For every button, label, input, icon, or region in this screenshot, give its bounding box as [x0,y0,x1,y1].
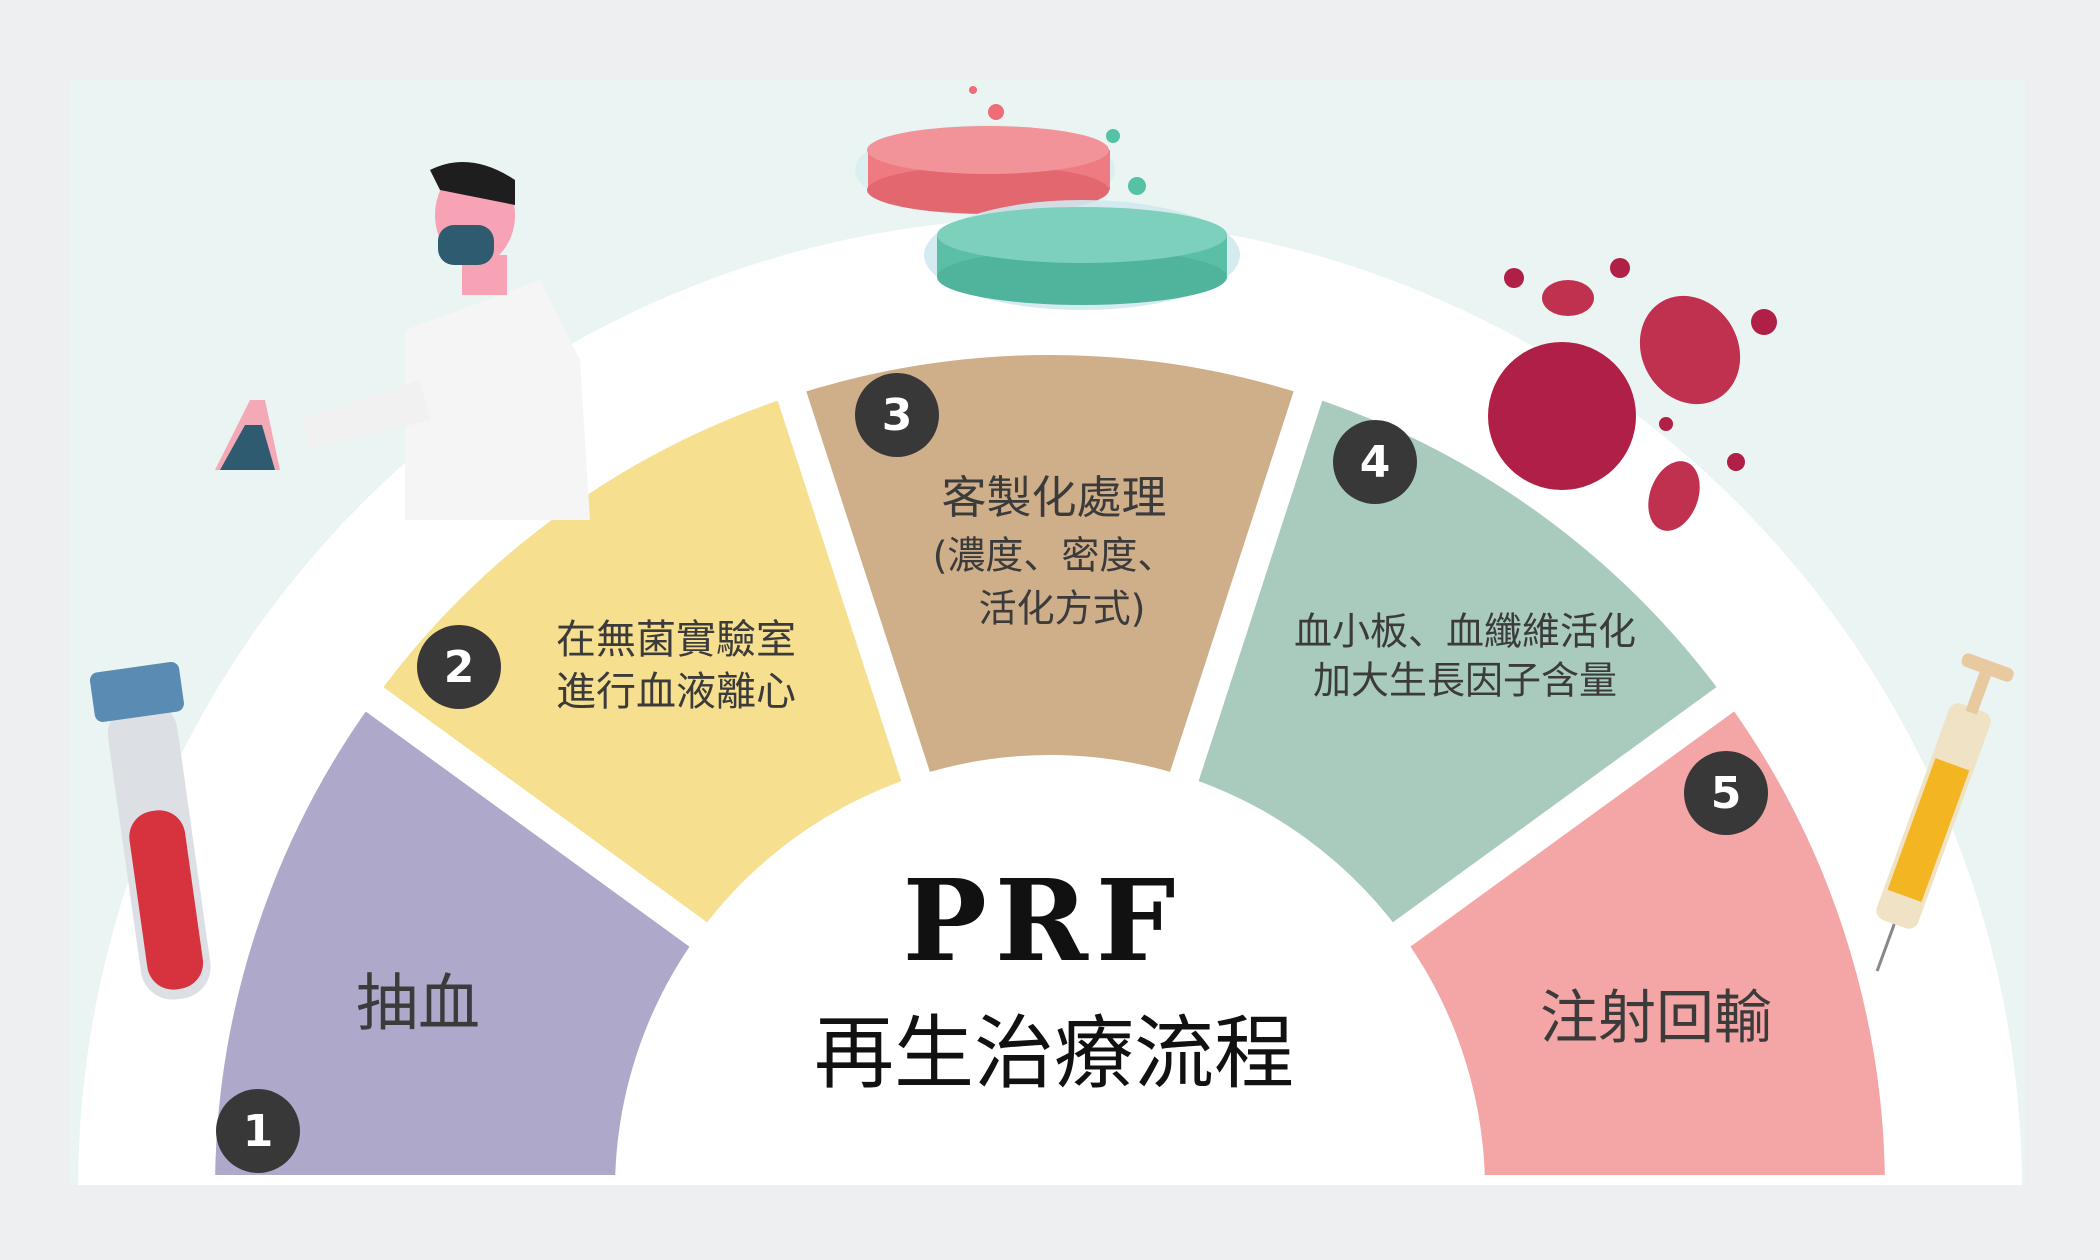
petri-dish-icon [855,86,1240,310]
step-4-line-2: 加大生長因子含量 [1312,659,1618,703]
step-1-badge: 1 [216,1089,300,1173]
step-2-label: 在無菌實驗室 進行血液離心 [556,614,796,718]
center-circle [630,770,1470,1185]
blood-cells-icon [1488,258,1777,531]
prf-process-diagram: 抽血 1 在無菌實驗室 進行血液離心 2 3 客製化處理 (濃度、密度、 活化方… [70,80,2025,1185]
title-subtitle: 再生治療流程 [814,1007,1294,1100]
step-3-line-3: 活化方式) [978,586,1146,631]
step-5-label: 注射回輸 [1539,983,1773,1052]
step-2-badge: 2 [417,625,501,709]
step-4-line-1: 血小板、血纖維活化 [1293,609,1637,654]
diagram-graphics [78,86,2022,1185]
step-2-line-1: 在無菌實驗室 [556,617,796,663]
blood-tube-icon [89,661,211,1000]
syringe-icon [1875,653,2014,972]
step-5-badge: 5 [1684,751,1768,835]
step-2-line-2: 進行血液離心 [556,669,796,715]
step-3-title: 客製化處理 [941,470,1167,524]
step-3-badge: 3 [855,373,939,457]
title-prf: PRF [902,856,1184,988]
scientist-icon [215,162,590,520]
step-4-label: 血小板、血纖維活化 加大生長因子含量 [1294,608,1636,707]
step-1-label: 抽血 [355,966,481,1040]
step-4-badge: 4 [1333,420,1417,504]
step-3-line-2: (濃度、密度、 [932,533,1176,578]
